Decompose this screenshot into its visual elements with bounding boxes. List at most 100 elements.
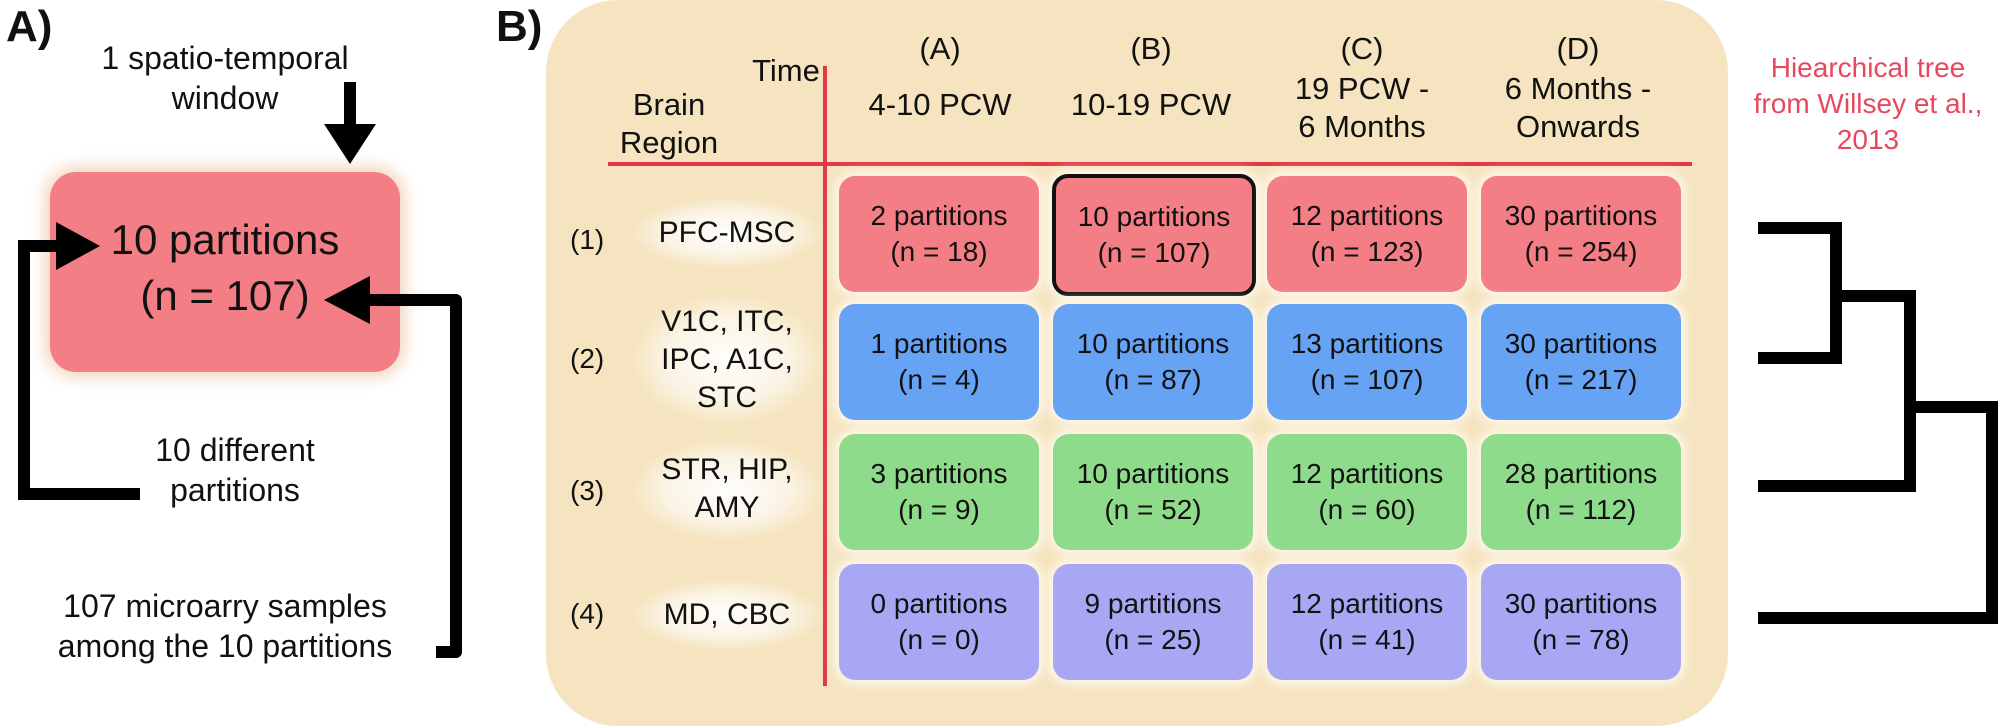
column-period-line-1: 4-10 PCW: [868, 87, 1012, 122]
cell-sample-count: (n = 107): [1097, 237, 1211, 268]
region-line: STR, HIP,: [661, 453, 793, 486]
cell-sample-count: (n = 18): [890, 236, 988, 267]
cell-partitions: 12 partitions: [1290, 458, 1444, 489]
region-glow: [632, 198, 822, 268]
region-glow: [632, 580, 822, 650]
partition-cell: 2 partitions (n = 18): [839, 176, 1039, 292]
partition-cell: 30 partitions (n = 254): [1481, 176, 1681, 292]
tree-title-line-1: Hiearchical tree: [1770, 52, 1966, 83]
partition-cell: 10 partitions (n = 52): [1053, 434, 1253, 550]
column-letter: (D): [1556, 31, 1600, 66]
region-line: IPC, A1C,: [661, 343, 793, 376]
window-text-line-1: 1 spatio-temporal: [101, 40, 349, 76]
different-partitions-label: 10 different partitions: [110, 430, 360, 510]
tree-title-line-3: 2013: [1836, 124, 1900, 155]
row-number: (4): [570, 598, 605, 629]
corner-region-line-1: Brain: [632, 87, 706, 122]
column-period-line-1: 6 Months -: [1504, 71, 1652, 106]
partition-cell-highlighted: 10 partitions (n = 107): [1052, 174, 1256, 296]
partition-cell: 9 partitions (n = 25): [1053, 564, 1253, 680]
column-header-b: (B) 10-19 PCW: [1046, 30, 1256, 124]
region-line: MD, CBC: [663, 598, 791, 631]
cell-partitions: 30 partitions: [1504, 588, 1658, 619]
samples-arrow: [324, 276, 462, 658]
row-number: (3): [570, 475, 605, 506]
corner-brain-region-label: Brain Region: [594, 86, 744, 162]
cell-sample-count: (n = 60): [1318, 494, 1416, 525]
tree-branch-12-3: [1758, 290, 1916, 492]
partition-cell: 12 partitions (n = 60): [1267, 434, 1467, 550]
panel-b-label: B): [496, 2, 543, 51]
region-glow: [632, 440, 822, 540]
example-box-partitions: 10 partitions: [110, 216, 340, 263]
partition-cell: 30 partitions (n = 217): [1481, 304, 1681, 420]
cell-sample-count: (n = 107): [1310, 364, 1424, 395]
example-box-n: (n = 107): [140, 272, 310, 319]
column-letter: (A): [919, 31, 961, 66]
column-period-line-2: Onwards: [1515, 109, 1641, 144]
tree-title: Hiearchical tree from Willsey et al., 20…: [1736, 50, 2000, 158]
horizontal-divider: [608, 162, 1692, 166]
region-label-row-3: STR, HIP, AMY: [642, 451, 812, 527]
cell-sample-count: (n = 4): [898, 364, 980, 395]
region-line: PFC-MSC: [658, 216, 796, 249]
cell-sample-count: (n = 78): [1532, 624, 1630, 655]
samples-text-line-1: 107 microarry samples: [63, 588, 387, 624]
cell-partitions: 10 partitions: [1077, 201, 1231, 232]
cell-partitions: 10 partitions: [1076, 458, 1230, 489]
spatio-temporal-window-label: 1 spatio-temporal window: [60, 38, 390, 118]
samples-text-line-2: among the 10 partitions: [57, 628, 393, 664]
cell-sample-count: (n = 25): [1104, 624, 1202, 655]
partition-cell: 28 partitions (n = 112): [1481, 434, 1681, 550]
region-glow: [632, 294, 822, 424]
cell-partitions: 28 partitions: [1504, 458, 1658, 489]
cell-partitions: 30 partitions: [1504, 200, 1658, 231]
cell-sample-count: (n = 123): [1310, 236, 1424, 267]
cell-partitions: 10 partitions: [1076, 328, 1230, 359]
panel-a-label: A): [6, 2, 53, 51]
example-partition-box: 10 partitions (n = 107): [50, 172, 400, 372]
region-line: STC: [697, 381, 757, 414]
cell-sample-count: (n = 254): [1524, 236, 1638, 267]
cell-partitions: 0 partitions: [870, 588, 1008, 619]
row-number: (1): [570, 224, 605, 255]
partition-cell: 12 partitions (n = 123): [1267, 176, 1467, 292]
partition-cell: 10 partitions (n = 87): [1053, 304, 1253, 420]
window-text-line-2: window: [171, 80, 279, 116]
region-label-row-1: PFC-MSC: [642, 214, 812, 252]
tree-branch-1-2: [1758, 222, 1842, 364]
hierarchical-tree: [1758, 222, 1998, 624]
column-letter: (B): [1130, 31, 1172, 66]
partition-cell: 12 partitions (n = 41): [1267, 564, 1467, 680]
cell-sample-count: (n = 41): [1318, 624, 1416, 655]
vertical-divider: [823, 66, 827, 686]
column-letter: (C): [1340, 31, 1384, 66]
cell-sample-count: (n = 217): [1524, 364, 1638, 395]
different-partitions-arrow: [18, 222, 140, 500]
row-number: (2): [570, 343, 605, 374]
cell-partitions: 13 partitions: [1290, 328, 1444, 359]
cell-partitions: 12 partitions: [1290, 588, 1444, 619]
corner-region-line-2: Region: [619, 125, 719, 160]
example-partition-box-text: 10 partitions (n = 107): [50, 212, 400, 324]
cell-sample-count: (n = 87): [1104, 364, 1202, 395]
partition-cell: 0 partitions (n = 0): [839, 564, 1039, 680]
tree-title-line-2: from Willsey et al.,: [1753, 88, 1983, 119]
cell-sample-count: (n = 9): [898, 494, 980, 525]
column-period-line-1: 10-19 PCW: [1070, 87, 1232, 122]
column-period-line-2: 6 Months: [1298, 109, 1426, 144]
cell-sample-count: (n = 0): [898, 624, 980, 655]
window-arrow: [324, 82, 376, 164]
tree-branch-root: [1758, 401, 1998, 624]
region-line: AMY: [694, 491, 760, 524]
cell-sample-count: (n = 52): [1104, 494, 1202, 525]
cell-partitions: 9 partitions: [1084, 588, 1222, 619]
column-header-a: (A) 4-10 PCW: [835, 30, 1045, 124]
different-text-line-2: partitions: [170, 472, 300, 508]
partition-cell: 1 partitions (n = 4): [839, 304, 1039, 420]
panel-a-arrows: [18, 82, 462, 658]
microarray-samples-label: 107 microarry samples among the 10 parti…: [0, 586, 450, 666]
corner-time-label: Time: [752, 53, 820, 88]
different-text-line-1: 10 different: [155, 432, 315, 468]
partition-cell: 13 partitions (n = 107): [1267, 304, 1467, 420]
